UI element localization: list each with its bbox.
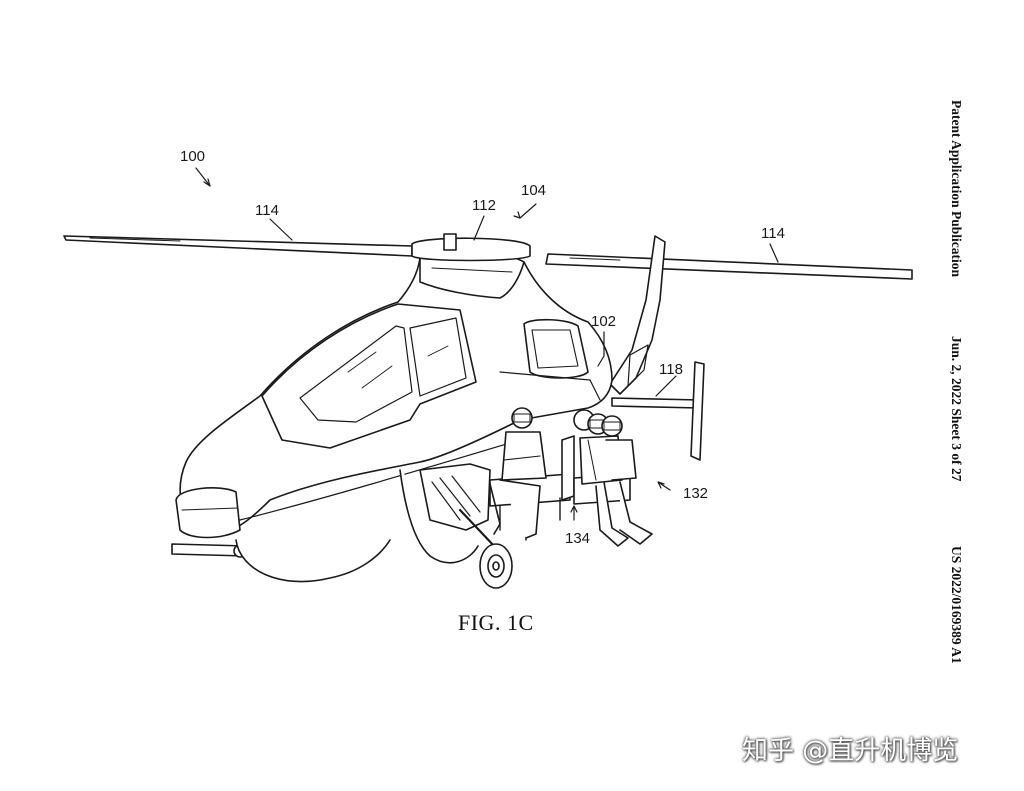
passenger-3 (601, 415, 653, 545)
patent-header: Patent Application Publication Jun. 2, 2… (940, 100, 966, 700)
passenger-1 (489, 407, 547, 539)
ref-112: 112 (472, 197, 496, 214)
ref-100: 100 (180, 148, 206, 165)
date-sheet: Jun. 2, 2022 Sheet 3 of 27 (949, 336, 964, 482)
rotor-blades (63, 235, 913, 280)
landing-gear (419, 463, 513, 589)
tail-assembly (609, 235, 705, 461)
ref-114-right: 114 (761, 225, 785, 242)
ref-118: 118 (659, 361, 683, 378)
nose-gun (171, 543, 247, 558)
leader-lines (195, 167, 779, 521)
publication-number: US 2022/0169389 A1 (949, 546, 964, 664)
ref-132: 132 (683, 485, 709, 502)
ref-104: 104 (521, 182, 547, 199)
ref-134: 134 (565, 530, 591, 547)
ref-114-left: 114 (255, 202, 279, 219)
fuselage (175, 233, 613, 539)
ref-102: 102 (591, 313, 617, 330)
watermark: 知乎 @直升机博览 (742, 736, 959, 766)
figure-title: FIG. 1C (458, 610, 534, 635)
publication-type: Patent Application Publication (949, 100, 964, 278)
